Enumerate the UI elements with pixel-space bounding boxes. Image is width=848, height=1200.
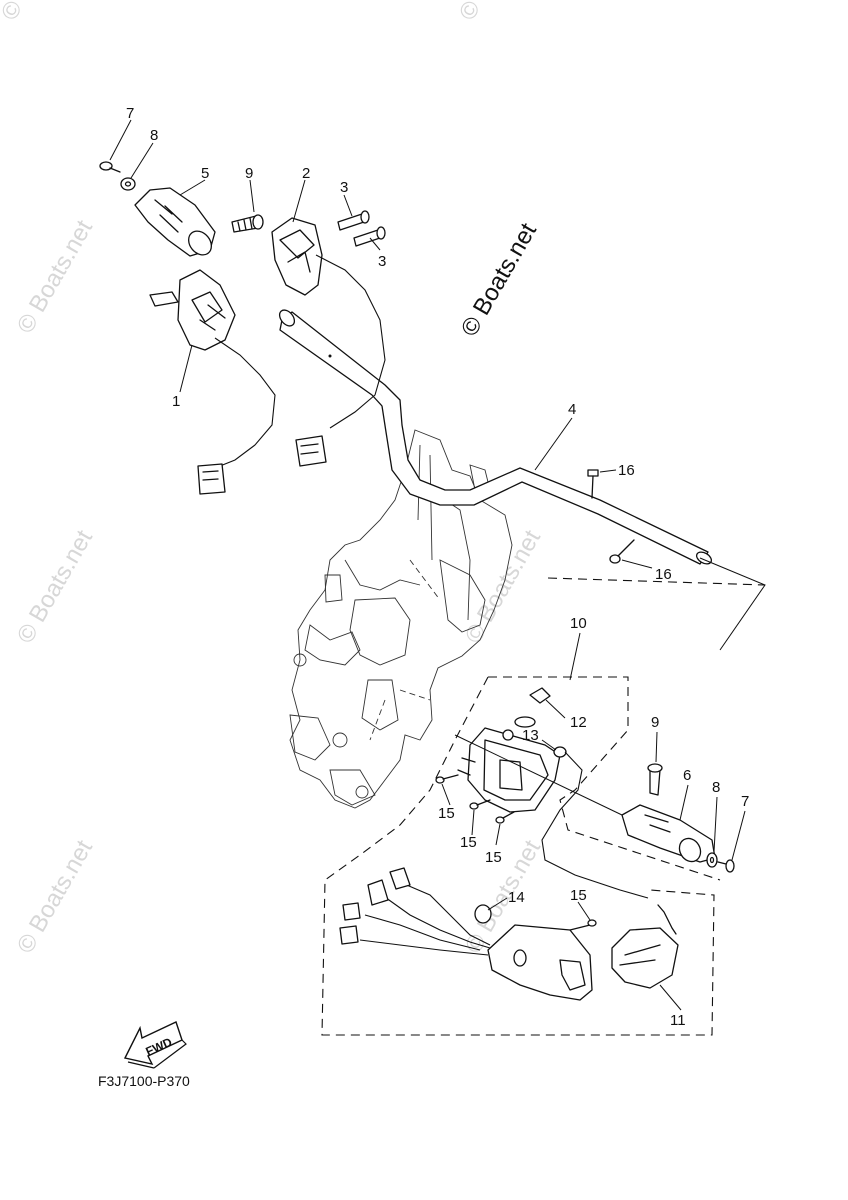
callout-labels: 7 8 5 9 2 3 3 1 4 16 16 10 12 13 9 6 8 7…	[126, 105, 749, 1029]
bolt-9-right	[647, 763, 663, 796]
callout-16-upper: 16	[618, 462, 635, 479]
right-grip-6	[621, 804, 716, 863]
callout-9-top: 9	[245, 165, 253, 182]
wire-harness	[339, 867, 491, 956]
assembly-10-box-left	[321, 676, 715, 1036]
watermark-text: © Boats.net	[454, 0, 540, 25]
callout-6: 6	[683, 767, 691, 784]
watermark-text: © Boats.net	[12, 835, 98, 958]
bolt-3-upper	[337, 210, 370, 231]
handlebar	[278, 309, 766, 651]
callout-7-right: 7	[741, 793, 749, 810]
callout-15-c: 15	[485, 849, 502, 866]
callout-8-top: 8	[150, 127, 158, 144]
diagram-code: F3J7100-P370	[98, 1073, 190, 1089]
callout-3-lower: 3	[378, 253, 386, 270]
screw-15-a	[435, 774, 459, 784]
callout-12: 12	[570, 714, 587, 731]
callout-13: 13	[522, 727, 539, 744]
grommet-13	[541, 746, 649, 899]
callout-16-lower: 16	[655, 566, 672, 583]
screw-15-c	[495, 811, 515, 824]
bolt-9-top	[231, 214, 264, 233]
callout-4: 4	[568, 401, 576, 418]
callout-5: 5	[201, 165, 209, 182]
lower-switch-housing	[474, 904, 597, 1001]
callout-14: 14	[508, 889, 525, 906]
watermark-main: © Boats.net	[456, 218, 542, 341]
washer-8-right	[706, 852, 718, 868]
watermark-text: © Boats.net	[12, 525, 98, 648]
callout-1: 1	[172, 393, 180, 410]
watermarks: © Boats.net © Boats.net © Boats.net © Bo…	[0, 0, 546, 958]
right-switch-body	[457, 727, 561, 813]
callout-2: 2	[302, 165, 310, 182]
callout-7-top: 7	[126, 105, 134, 122]
callout-15-d: 15	[570, 887, 587, 904]
watermark-text: © Boats.net	[0, 0, 82, 25]
fwd-arrow: FWD	[123, 1021, 187, 1069]
left-switch-1	[149, 269, 276, 495]
switch-2	[271, 217, 386, 467]
callout-11: 11	[670, 1012, 686, 1029]
callout-8-right: 8	[712, 779, 720, 796]
engine-outline	[289, 429, 513, 809]
callout-9-right: 9	[651, 714, 659, 731]
callout-15-b: 15	[460, 834, 477, 851]
axis-line	[454, 734, 623, 816]
screw-15-b	[469, 799, 491, 810]
bolt-3-lower	[353, 226, 386, 247]
callout-10: 10	[570, 615, 587, 632]
leader-lines	[109, 119, 746, 1011]
screw-12	[514, 687, 551, 728]
lever-11	[611, 904, 679, 989]
bolt-16-upper	[587, 469, 599, 499]
left-grip	[134, 187, 216, 257]
assembly-10-box	[488, 676, 721, 881]
watermark-text: © Boats.net	[12, 215, 98, 338]
screw-7-top	[99, 161, 121, 173]
bolt-16-lower	[609, 539, 635, 564]
washer-8-top	[120, 177, 136, 191]
screw-7-right	[717, 859, 735, 873]
callout-15-a: 15	[438, 805, 455, 822]
callout-3-upper: 3	[340, 179, 348, 196]
